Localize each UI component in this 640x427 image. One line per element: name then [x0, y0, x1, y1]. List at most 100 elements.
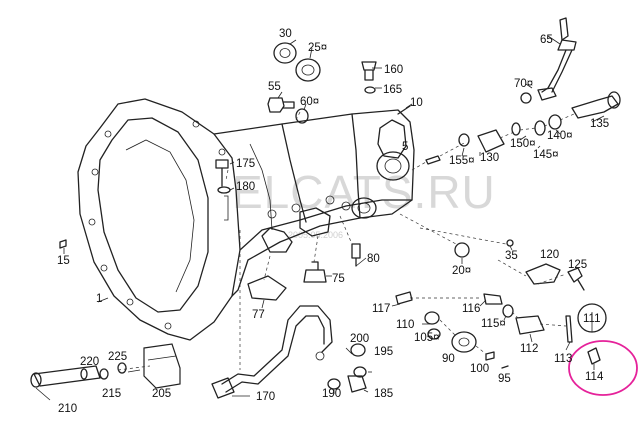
- part-125-bolt[interactable]: [567, 267, 585, 291]
- label-110: 110: [396, 319, 414, 331]
- part-30-seal[interactable]: [273, 42, 297, 64]
- label-80: 80: [367, 253, 380, 265]
- label-25: 25¤: [308, 42, 327, 54]
- label-225: 225: [108, 351, 127, 363]
- part-55-plug[interactable]: [267, 97, 295, 113]
- part-110-plug[interactable]: [424, 311, 440, 325]
- part-190-ring[interactable]: [327, 378, 341, 390]
- label-175: 175: [236, 158, 255, 170]
- label-195: 195: [374, 346, 393, 358]
- label-150: 150¤: [510, 138, 536, 150]
- part-145-ring[interactable]: [534, 120, 546, 136]
- label-145: 145¤: [533, 149, 559, 161]
- part-120-bracket[interactable]: [525, 263, 561, 285]
- part-5-pin[interactable]: [425, 155, 441, 165]
- label-105: 105¤: [414, 332, 440, 344]
- label-180: 180: [236, 181, 255, 193]
- part-185-nut[interactable]: [347, 375, 367, 393]
- part-155-washer[interactable]: [458, 133, 470, 147]
- label-111: 111: [583, 313, 600, 325]
- label-125: 125: [568, 259, 587, 271]
- label-95: 95: [498, 373, 511, 385]
- part-160-breather[interactable]: [361, 61, 377, 81]
- label-60: 60¤: [300, 96, 319, 108]
- label-112: 112: [520, 343, 538, 355]
- part-15-pin[interactable]: [59, 239, 67, 249]
- part-115-ring[interactable]: [502, 304, 514, 318]
- part-195-ring[interactable]: [353, 366, 367, 378]
- part-65-shift-lever[interactable]: [541, 17, 577, 93]
- label-140: 140¤: [547, 130, 573, 142]
- part-117-fitting[interactable]: [395, 291, 413, 305]
- part-35-pin[interactable]: [506, 239, 514, 247]
- label-120: 120: [540, 249, 559, 261]
- part-112-valve[interactable]: [515, 315, 545, 335]
- part-100-pin[interactable]: [485, 351, 495, 361]
- part-130-sleeve[interactable]: [477, 129, 505, 153]
- part-116-sensor[interactable]: [483, 293, 503, 305]
- part-210-piston[interactable]: [30, 365, 101, 388]
- part-114-clip[interactable]: [587, 347, 601, 365]
- part-215-ring[interactable]: [99, 368, 109, 380]
- label-75: 75: [332, 273, 345, 285]
- part-70-bolt[interactable]: [520, 87, 557, 104]
- label-200: 200: [350, 333, 369, 345]
- bell-housing-part-1[interactable]: [77, 98, 241, 341]
- label-160: 160: [384, 64, 403, 76]
- part-135-shaft[interactable]: [571, 91, 621, 119]
- label-114: 114: [585, 371, 604, 383]
- label-210: 210: [58, 403, 77, 415]
- label-5: 5: [402, 141, 408, 153]
- label-215: 215: [102, 388, 121, 400]
- part-60-washer[interactable]: [295, 108, 309, 124]
- highlight-circle-114: [568, 340, 638, 396]
- label-115: 115¤: [481, 318, 506, 330]
- label-77: 77: [252, 309, 265, 321]
- part-200-washer[interactable]: [350, 343, 366, 357]
- watermark: ELCATS.RU: [232, 166, 496, 218]
- leader-lines: [35, 35, 605, 401]
- part-205-block[interactable]: [143, 343, 181, 389]
- label-155: 155¤: [449, 155, 475, 167]
- part-25-seal[interactable]: [295, 58, 321, 82]
- part-170-pipe[interactable]: [211, 305, 333, 399]
- label-15: 15: [57, 255, 70, 267]
- label-35: 35: [505, 250, 518, 262]
- label-100: 100: [470, 363, 489, 375]
- part-180-washer[interactable]: [217, 186, 231, 194]
- part-10-pin[interactable]: [397, 105, 411, 115]
- label-30: 30: [279, 28, 292, 40]
- part-95-pin[interactable]: [501, 365, 509, 369]
- part-77-bracket[interactable]: [247, 275, 287, 301]
- label-130: 130: [480, 152, 499, 164]
- label-90: 90: [442, 353, 455, 365]
- part-80-sensor[interactable]: [351, 243, 361, 267]
- label-113: 113: [554, 353, 572, 365]
- label-116: 116: [462, 303, 480, 315]
- part-105-ring[interactable]: [427, 328, 441, 340]
- part-labels: 30 25¤ 160 165 55 60¤ 10 65 70¤ 135 140¤…: [57, 28, 609, 415]
- label-117: 117: [372, 303, 390, 315]
- label-70: 70¤: [514, 78, 533, 90]
- part-20-plug[interactable]: [454, 242, 470, 258]
- label-1: 1: [96, 293, 102, 305]
- label-190: 190: [322, 388, 341, 400]
- part-175-bolt[interactable]: [215, 159, 229, 187]
- part-225-ring[interactable]: [117, 362, 127, 374]
- part-220-ring[interactable]: [80, 368, 88, 380]
- label-220: 220: [80, 356, 99, 368]
- part-113-pin[interactable]: [565, 315, 573, 343]
- label-55: 55: [268, 81, 281, 93]
- label-170: 170: [256, 391, 275, 403]
- part-90-housing[interactable]: [451, 331, 477, 353]
- part-150-ring[interactable]: [511, 122, 521, 136]
- part-140-washer[interactable]: [548, 114, 562, 130]
- part-165-washer[interactable]: [364, 86, 376, 94]
- label-10: 10: [410, 97, 423, 109]
- label-185: 185: [374, 388, 393, 400]
- label-65: 65: [540, 34, 553, 46]
- transmission-case[interactable]: [213, 109, 415, 297]
- part-75-switch[interactable]: [303, 261, 327, 283]
